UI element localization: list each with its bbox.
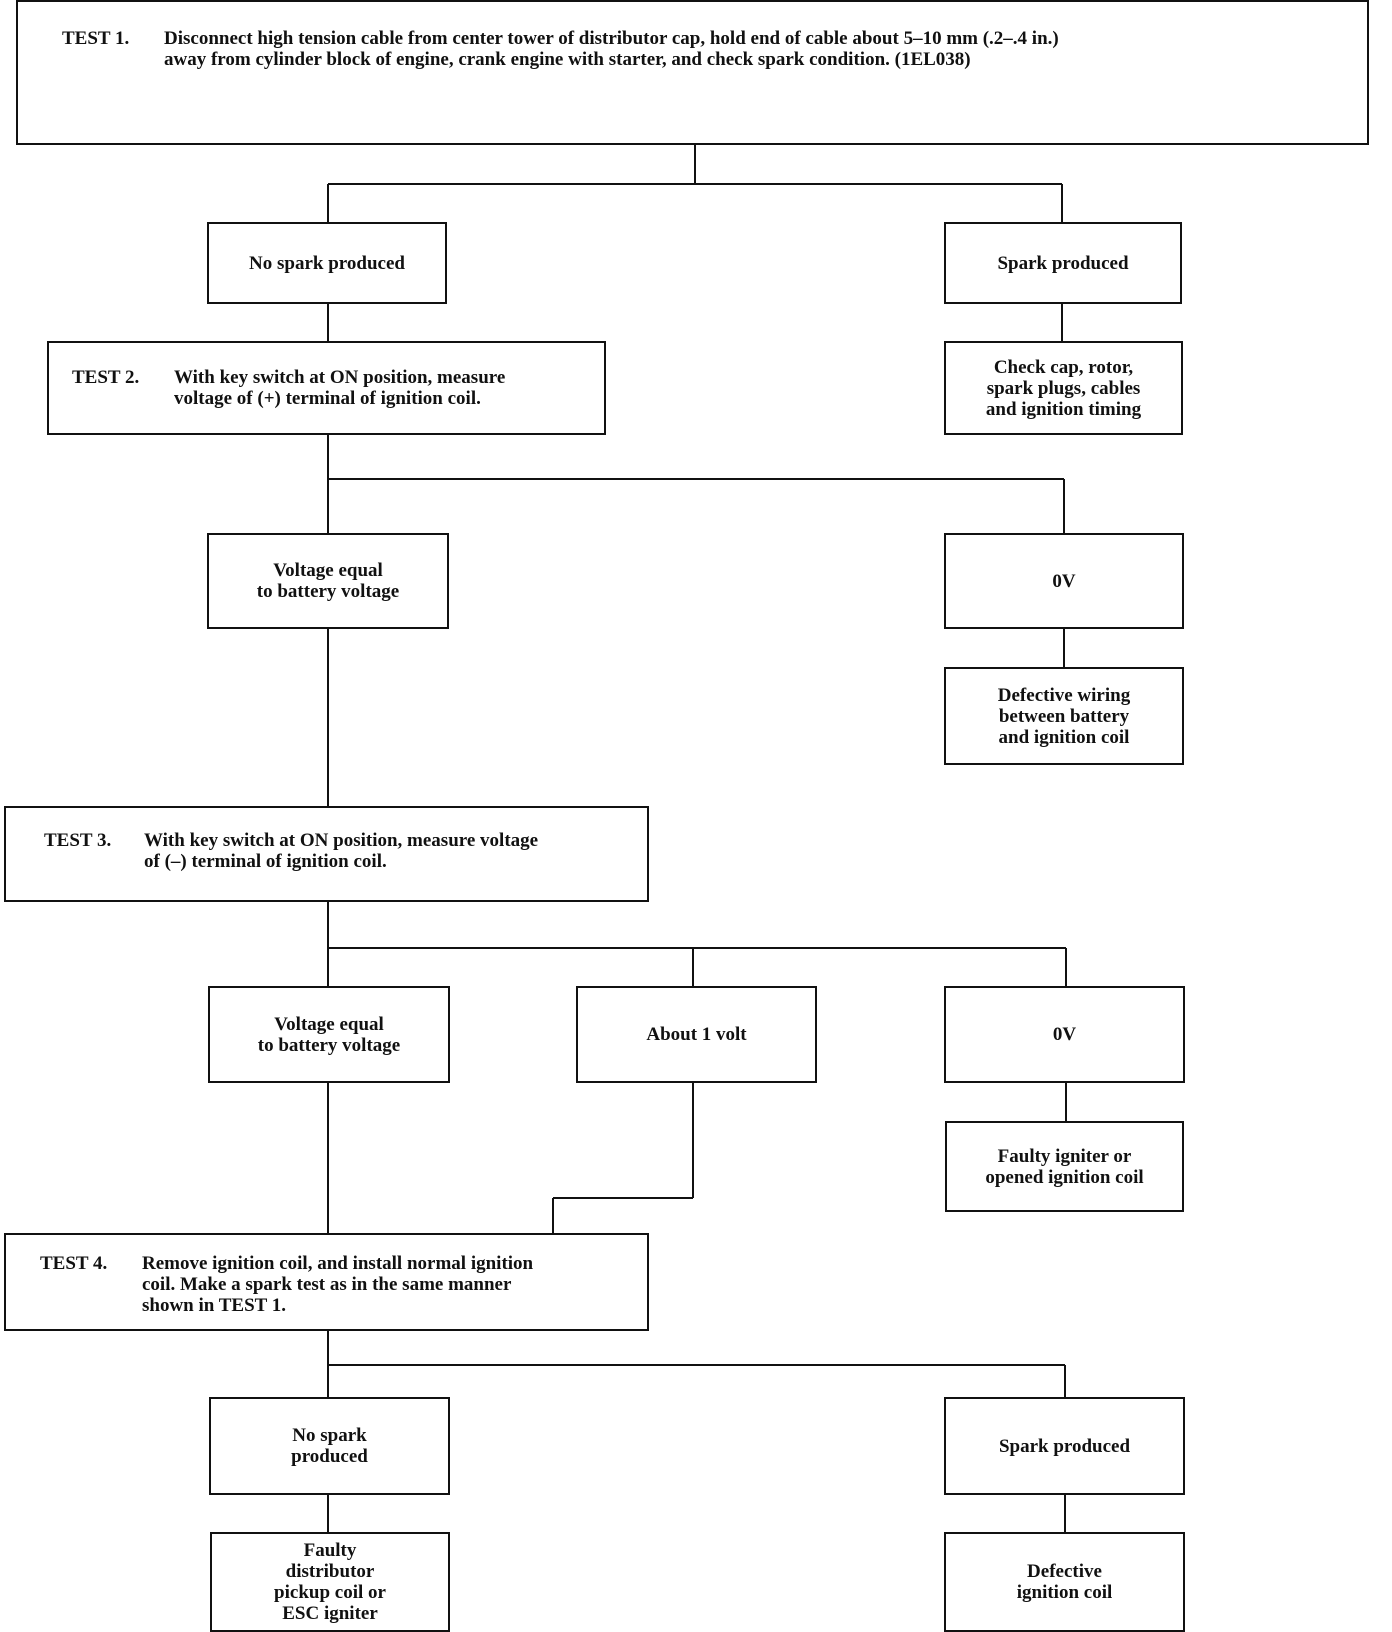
- check-cap-rotor-label: Check cap, rotor, spark plugs, cables an…: [985, 356, 1142, 420]
- test-1-instruction: Disconnect high tension cable from cente…: [164, 28, 1059, 70]
- test-2-battery-voltage-box: Voltage equal to battery voltage: [207, 533, 449, 629]
- test-1-box: TEST 1. Disconnect high tension cable fr…: [16, 0, 1369, 145]
- faulty-pickup-coil-box: Faulty distributor pickup coil or ESC ig…: [210, 1532, 450, 1632]
- about-one-volt-box: About 1 volt: [576, 986, 817, 1083]
- test-3-label: TEST 3.: [44, 830, 112, 851]
- test-2-battery-voltage-label: Voltage equal to battery voltage: [256, 560, 400, 602]
- test-1-label: TEST 1.: [62, 28, 130, 49]
- defective-ignition-coil-box: Defective ignition coil: [944, 1532, 1185, 1632]
- test-4-no-spark-label: No spark produced: [291, 1425, 368, 1467]
- no-spark-produced-label: No spark produced: [249, 252, 405, 274]
- test-3-zero-volt-box: 0V: [944, 986, 1185, 1083]
- defective-wiring-label: Defective wiring between battery and ign…: [997, 684, 1131, 748]
- test-2-box: TEST 2. With key switch at ON position, …: [47, 341, 606, 435]
- test-4-spark-produced-label: Spark produced: [998, 1435, 1131, 1457]
- test-3-instruction: With key switch at ON position, measure …: [144, 830, 539, 872]
- defective-wiring-box: Defective wiring between battery and ign…: [944, 667, 1184, 765]
- faulty-igniter-label: Faulty igniter or opened ignition coil: [985, 1145, 1144, 1188]
- faulty-igniter-box: Faulty igniter or opened ignition coil: [945, 1121, 1184, 1212]
- defective-ignition-coil-label: Defective ignition coil: [1016, 1561, 1113, 1603]
- test-3-battery-voltage-label: Voltage equal to battery voltage: [257, 1013, 401, 1056]
- test-3-battery-voltage-box: Voltage equal to battery voltage: [208, 986, 450, 1083]
- test-3-box: TEST 3. With key switch at ON position, …: [4, 806, 649, 902]
- test-2-zero-volt-box: 0V: [944, 533, 1184, 629]
- check-cap-rotor-box: Check cap, rotor, spark plugs, cables an…: [944, 341, 1183, 435]
- test-4-box: TEST 4. Remove ignition coil, and instal…: [4, 1233, 649, 1331]
- test-2-label: TEST 2.: [72, 367, 140, 388]
- test-4-no-spark-box: No spark produced: [209, 1397, 450, 1495]
- test-4-instruction: Remove ignition coil, and install normal…: [142, 1253, 534, 1316]
- about-one-volt-label: About 1 volt: [646, 1024, 747, 1045]
- test-4-label: TEST 4.: [40, 1253, 108, 1274]
- test-3-zero-volt-label: 0V: [1052, 1024, 1077, 1045]
- no-spark-produced-box: No spark produced: [207, 222, 447, 304]
- spark-produced-label: Spark produced: [997, 252, 1129, 274]
- spark-produced-box: Spark produced: [944, 222, 1182, 304]
- faulty-pickup-coil-label: Faulty distributor pickup coil or ESC ig…: [274, 1540, 386, 1624]
- test-2-instruction: With key switch at ON position, measure …: [174, 367, 506, 409]
- test-4-spark-produced-box: Spark produced: [944, 1397, 1185, 1495]
- test-2-zero-volt-label: 0V: [1052, 570, 1076, 592]
